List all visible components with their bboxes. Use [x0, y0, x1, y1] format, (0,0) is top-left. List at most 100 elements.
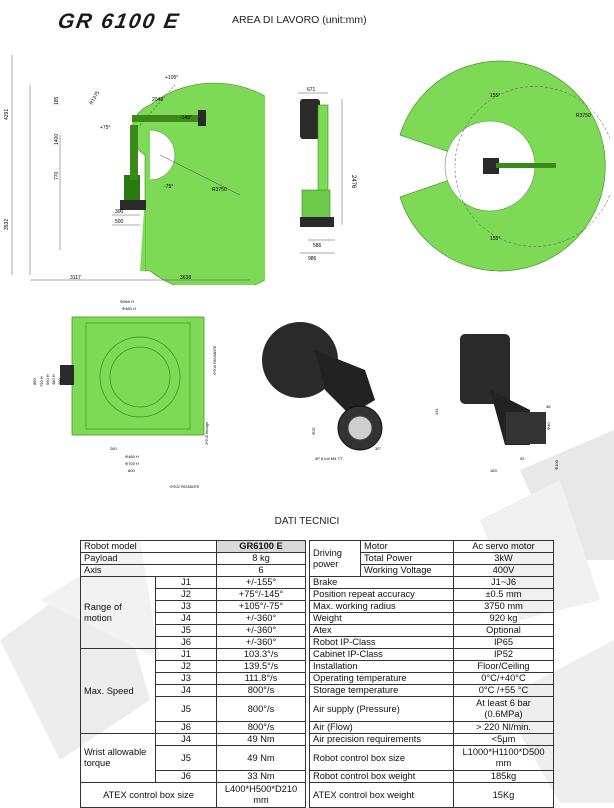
table-row: Range of motion J1 +/-155°: [80, 576, 306, 649]
wrist-92: 92: [520, 456, 525, 461]
row-label: Total Power: [360, 552, 454, 565]
section-title-dati-tecnici: DATI TECNICI: [274, 516, 340, 527]
row-axis: J6: [155, 636, 217, 649]
row-axis: J3: [155, 672, 217, 685]
radius-r3750: R3750: [212, 187, 227, 193]
dim-500: 500: [115, 219, 124, 225]
angle-minus145: -145°: [180, 115, 192, 121]
dim-671: 671: [307, 87, 316, 93]
row-label: Air supply (Pressure): [309, 696, 454, 722]
dim-770: 770: [54, 171, 60, 180]
row-label: Storage temperature: [309, 684, 454, 697]
row-value: 33 Nm: [216, 770, 306, 783]
table-row: Wrist allowable torque J4 49 Nm: [80, 733, 306, 783]
group-label: Driving power: [309, 540, 361, 577]
dim-3638: 3638: [180, 275, 191, 281]
area-title: AREA DI LAVORO (unit:mm): [232, 14, 367, 26]
angle-105: +105°: [165, 75, 178, 81]
row-value: J1~J6: [453, 576, 554, 589]
row-value: > 220 Nl/min.: [453, 721, 554, 734]
row-axis: J5: [155, 624, 217, 637]
row-label: Robot control box size: [309, 745, 454, 771]
dim-700: Φ700 H: [125, 461, 139, 466]
dim-480-left: 480 H: [51, 374, 56, 385]
row-value: 15Kg: [453, 782, 554, 808]
row-value: +/-360°: [216, 636, 306, 649]
row-label: Cabinet IP-Class: [309, 648, 454, 661]
wrist-183: 183: [490, 468, 497, 473]
row-label: Position repeat accuracy: [309, 588, 454, 601]
angle-minus75: -75°: [164, 184, 173, 190]
table-row: J5+/-360°: [81, 624, 306, 637]
dim-3532: 3532: [4, 219, 10, 230]
dim-3117: 3117: [70, 275, 81, 281]
row-axis: J5: [155, 696, 217, 722]
row-label: Air precision requirements: [309, 733, 454, 746]
row-label: Robot IP-Class: [309, 636, 454, 649]
table-row: Axis 6: [80, 564, 306, 577]
dim-880: 880: [32, 378, 37, 385]
row-value: +75°/-145°: [216, 588, 306, 601]
row-value: L400*H500*D210 mm: [216, 782, 306, 808]
row-value: Optional: [453, 624, 554, 637]
dim-800: 800: [128, 468, 135, 473]
table-row: Air (Flow)> 220 Nl/min.: [309, 721, 554, 734]
spec-table-right: Driving power Motor Ac servo motor Total…: [309, 540, 554, 808]
row-axis: J4: [155, 612, 217, 625]
wrist-131: 131: [434, 408, 439, 415]
row-axis: J6: [155, 770, 217, 783]
note-holes-1: 4*Φ15 through: [205, 422, 209, 445]
row-label: ATEX control box size: [80, 782, 217, 808]
wrist-angle: 30°: [375, 446, 381, 451]
row-value: Floor/Ceiling: [453, 660, 554, 673]
row-value: L1000*H1100*D500 mm: [453, 745, 554, 771]
row-value: At least 6 bar (0.6MPa): [453, 696, 554, 722]
table-row: Robot model GR6100 E: [80, 540, 306, 553]
wrist-36: 36: [546, 404, 551, 409]
row-value: 800°/s: [216, 684, 306, 697]
row-axis: J3: [155, 600, 217, 613]
dim-185: 185: [54, 96, 60, 105]
row-label: Operating temperature: [309, 672, 454, 685]
row-axis: J2: [155, 588, 217, 601]
row-value: 3kW: [453, 552, 554, 565]
row-label: Weight: [309, 612, 454, 625]
radius-r1375: R1375: [89, 90, 102, 106]
row-value: +/-360°: [216, 612, 306, 625]
radius-2048: 2048: [152, 97, 163, 103]
table-row: Driving power Motor Ac servo motor: [309, 540, 554, 577]
row-label: Robot model: [80, 540, 217, 553]
row-value: IP52: [453, 648, 554, 661]
wrist-bolts: 4P 6 fori M4 ▽7: [315, 456, 344, 461]
top-view-diagram: 155° 155° R3750: [399, 60, 610, 272]
logo: GR 6100 E: [56, 10, 183, 33]
angle-top: 155°: [490, 93, 500, 99]
group-label: Max. Speed: [80, 648, 156, 734]
row-value: 920 kg: [453, 612, 554, 625]
dim-4291: 4291: [4, 109, 10, 120]
row-value: 111.8°/s: [216, 672, 306, 685]
dim-480-top: Φ480 H: [122, 306, 136, 311]
spec-table-left: Robot model GR6100 E Payload 8 kg Axis 6…: [80, 540, 306, 808]
row-label: Max. working radius: [309, 600, 454, 613]
angle-bottom: 155°: [490, 236, 500, 242]
dim-790: 790 H: [39, 376, 44, 387]
row-label: Installation: [309, 660, 454, 673]
table-row: J6+/-360°: [81, 636, 306, 649]
row-value: 800°/s: [216, 696, 306, 722]
front-view-diagram: 671 2476 586 986: [298, 87, 356, 262]
row-label: Brake: [309, 576, 454, 589]
group-label: Range of motion: [80, 576, 156, 649]
table-row: Max. Speed J1 103.3°/s: [80, 648, 306, 734]
wrist-phi100: Φ100: [554, 459, 559, 470]
row-value: +105°/-75°: [216, 600, 306, 613]
row-axis: J5: [155, 745, 217, 771]
